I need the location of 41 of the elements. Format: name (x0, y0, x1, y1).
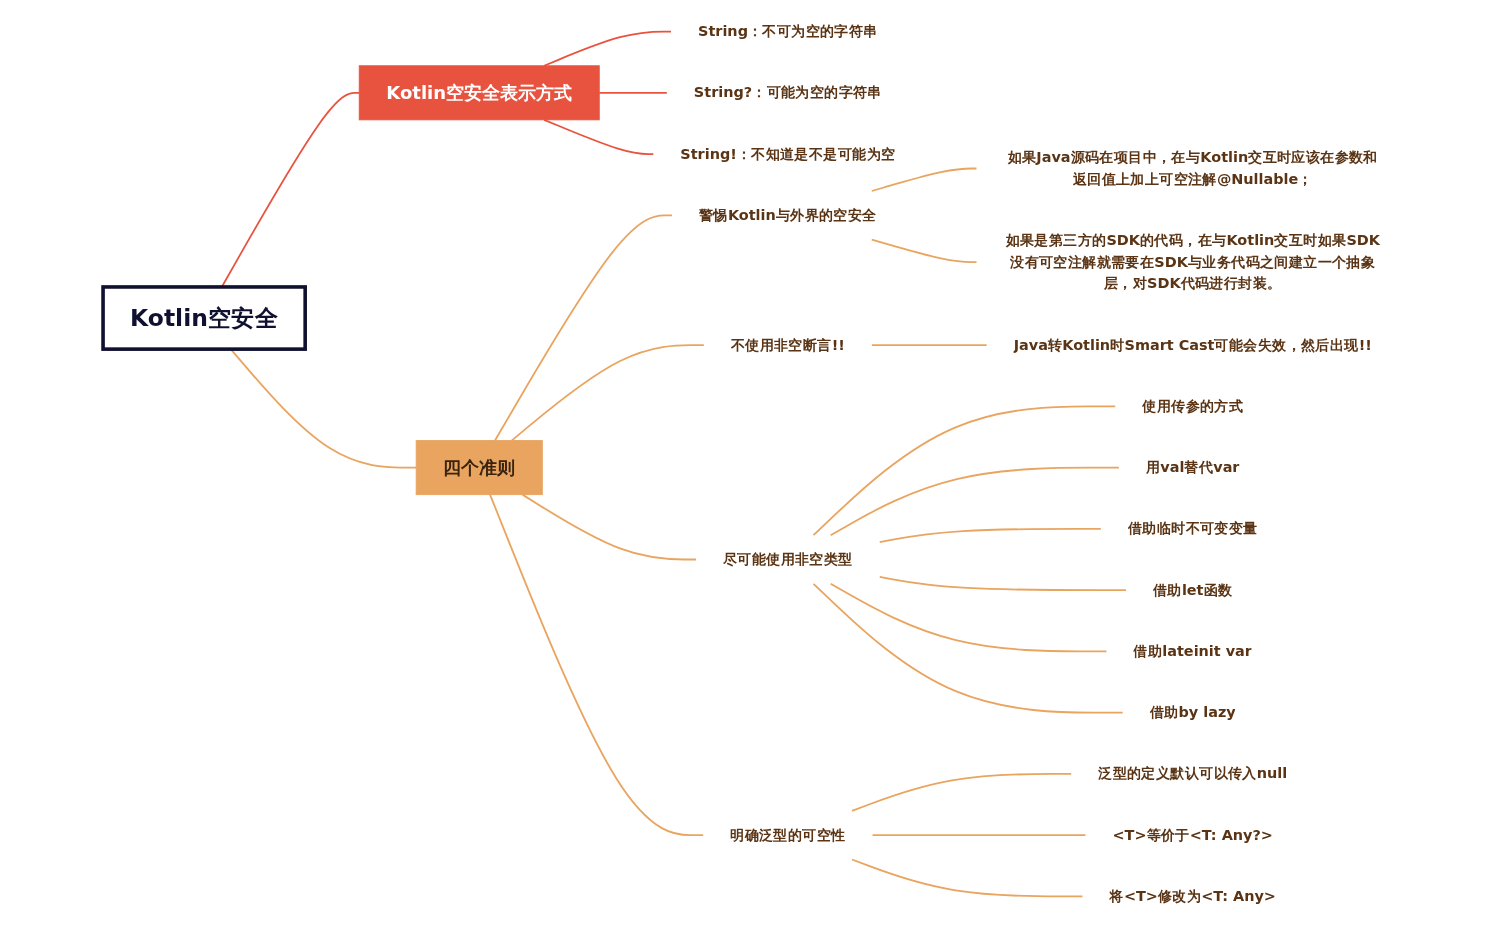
node-text: 如果Java源码在项目中，在与Kotlin交互时应该在参数和返回值上加上可空注解@Nullable； (1007, 148, 1378, 188)
connector (494, 214, 673, 442)
connector (812, 582, 1124, 714)
node-text: 借助by lazy (1149, 703, 1236, 721)
node-text: 泛型的定义默认可以传入null (1098, 764, 1288, 783)
connector (870, 238, 978, 264)
node-box: 四个准则 (415, 440, 543, 496)
connector (829, 466, 1120, 537)
node-box: Kotlin空安全表示方式 (358, 65, 600, 121)
node-text: Java转Kotlin时Smart Cast可能会失效，然后出现!! (1013, 336, 1372, 354)
node-text: 明确泛型的可空性 (730, 826, 846, 844)
connector (878, 527, 1102, 543)
connector (543, 118, 655, 155)
connector (871, 834, 1087, 837)
node-text: 用val替代var (1145, 458, 1240, 476)
node-text: 警惕Kotlin与外界的空安全 (699, 206, 877, 224)
node-text: 借助lateinit var (1133, 642, 1252, 660)
node-text: 将<T>修改为<T: Any> (1109, 887, 1276, 905)
node-text: <T>等价于<T: Any?> (1112, 826, 1273, 844)
node-text: String?：可能为空的字符串 (693, 83, 882, 101)
connector (521, 493, 697, 561)
node-text: 使用传参的方式 (1142, 397, 1244, 415)
connector (870, 167, 978, 192)
connector (598, 91, 668, 94)
connector (510, 344, 705, 442)
connector (851, 773, 1073, 812)
connector (878, 576, 1127, 592)
connector (543, 30, 672, 67)
node-text: 借助临时不可变变量 (1127, 519, 1258, 537)
connector (829, 582, 1108, 653)
node-text: 尽可能使用非空类型 (722, 550, 853, 568)
node-text: String：不可为空的字符串 (698, 22, 878, 40)
node-text: 如果是第三方的SDK的代码，在与Kotlin交互时如果SDK没有可空注解就需要在SDK与业务代码之间建立一个抽象层，对SDK代码进行封装。 (1005, 231, 1380, 292)
node-text: String!：不知道是不是可能为空 (680, 145, 896, 163)
connector (489, 493, 705, 837)
node-text: 借助let函数 (1153, 581, 1233, 599)
node-text: 不使用非空断言!! (730, 336, 845, 354)
connector (812, 405, 1117, 537)
node-box: Kotlin空安全 (101, 285, 307, 351)
connector (871, 344, 988, 346)
connector (851, 858, 1084, 898)
